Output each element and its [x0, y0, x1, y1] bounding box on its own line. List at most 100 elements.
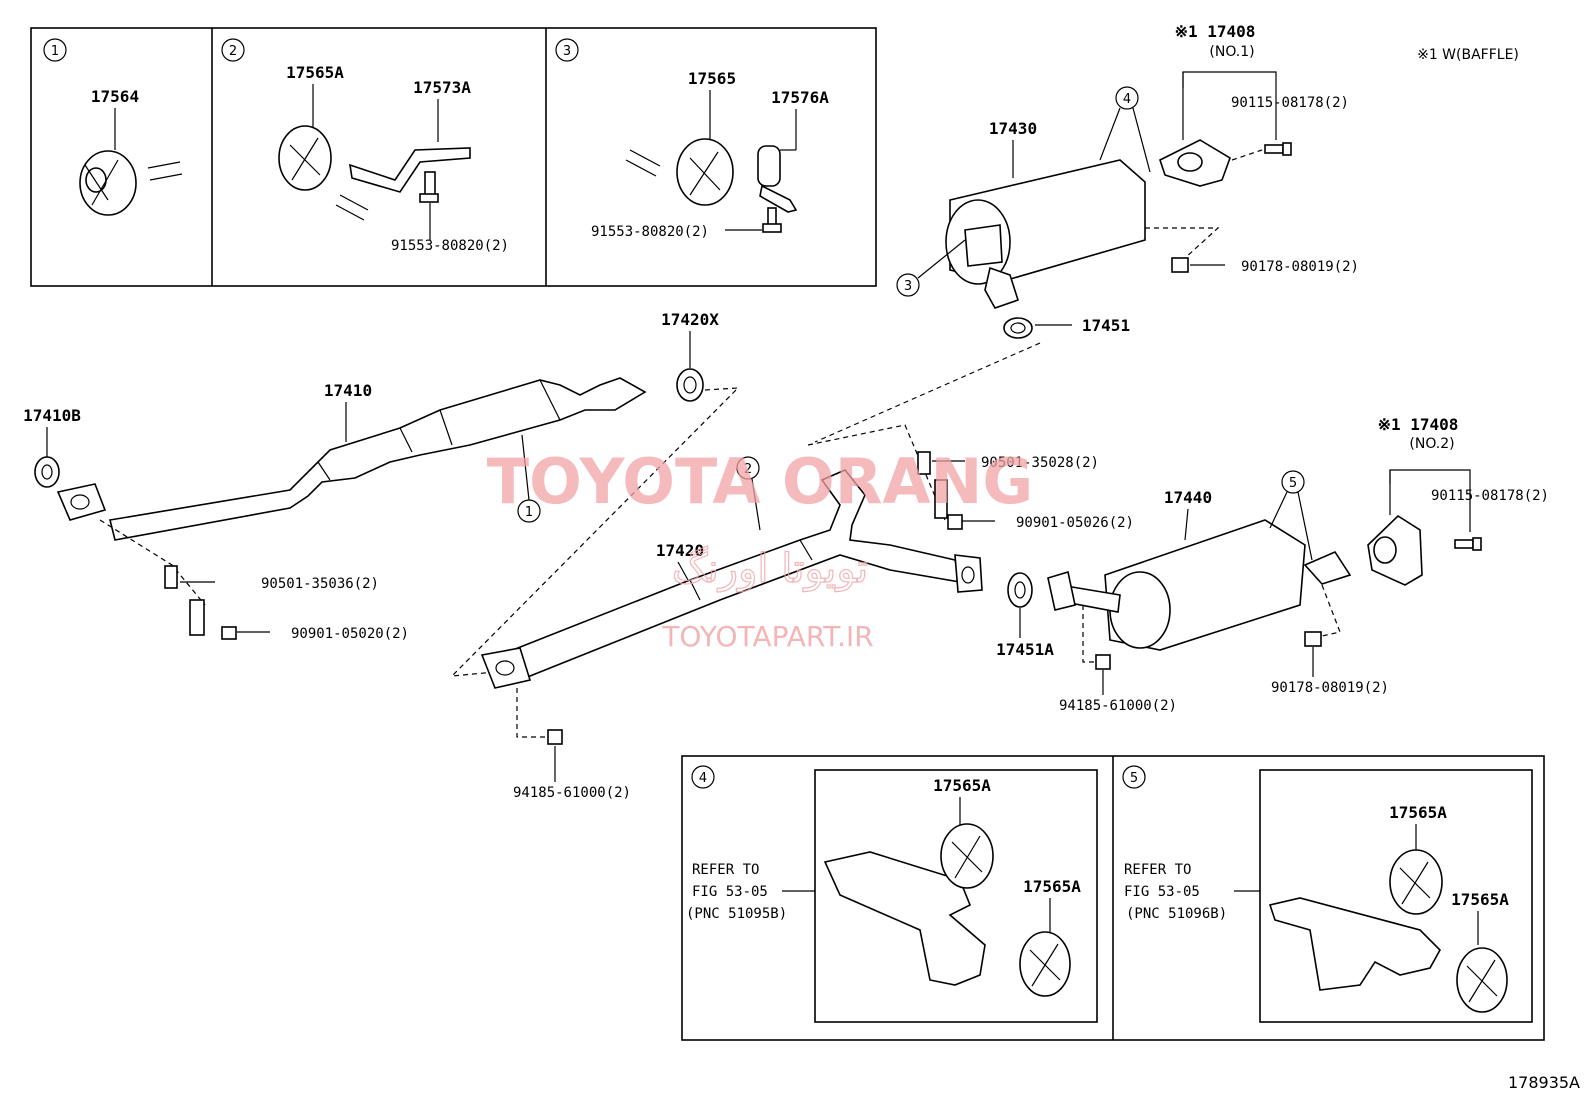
label-17565-inset3: 17565	[688, 69, 736, 88]
note-baffle: ※1 W(BAFFLE)	[1417, 47, 1519, 63]
flange-front-17410[interactable]	[56, 483, 107, 521]
rubber-hanger-inset5-b[interactable]	[1456, 947, 1508, 1013]
label-17565A-inset4-b: 17565A	[1023, 877, 1081, 896]
inset-5-refer-2: FIG 53-05	[1124, 884, 1200, 900]
section-17451A: 17451A	[996, 572, 1054, 659]
bolt-91553-inset2[interactable]	[419, 171, 439, 203]
rubber-hanger-inset5-a[interactable]	[1389, 849, 1443, 915]
bolt-91553-inset3[interactable]	[762, 207, 782, 233]
inset-panel-bottom	[681, 755, 1545, 1041]
inset-2: 2 17565A 17573A 91553-80820(2)	[221, 38, 509, 254]
section-17408-no1: ※1 17408 (NO.1) 90115-08178(2) 90178-080…	[1145, 22, 1359, 275]
gasket-17451A[interactable]	[1007, 572, 1033, 608]
label-90115-bot: 90115-08178(2)	[1431, 488, 1549, 504]
label-17564: 17564	[91, 87, 139, 106]
section-17420: 17420 2 94185-61000(2)	[480, 424, 983, 801]
label-90901-mid: 90901-05026(2)	[1016, 515, 1134, 531]
inset-5-refer-1: REFER TO	[1124, 862, 1191, 878]
nut-90178-top[interactable]	[1171, 257, 1189, 273]
gasket-17420X[interactable]	[676, 368, 704, 402]
inset-4-number: 4	[699, 771, 707, 786]
rubber-hanger-17564[interactable]	[79, 150, 137, 216]
callout-2: 2	[744, 462, 752, 477]
muffler-17430[interactable]	[945, 159, 1146, 309]
section-17420X: 17420X	[450, 310, 740, 677]
section-17451: 17451	[814, 316, 1130, 443]
label-91553-inset3: 91553-80820(2)	[591, 224, 709, 240]
figure-number: 178935A	[1508, 1073, 1580, 1092]
rubber-hanger-inset4-a[interactable]	[940, 823, 994, 889]
callout-3: 3	[904, 279, 912, 294]
inset-4: 4 REFER TO FIG 53-05 (PNC 51095B) 17565A…	[686, 765, 1081, 997]
inset-4-refer-3: (PNC 51095B)	[686, 906, 787, 922]
section-17410: 17410 1	[56, 377, 647, 541]
inset-5-refer-3: (PNC 51096B)	[1126, 906, 1227, 922]
flange-17420-rear[interactable]	[954, 554, 983, 593]
bracket-inset5[interactable]	[1268, 897, 1441, 991]
baffle-17408-no1[interactable]	[1159, 139, 1231, 187]
bolt-90901-left[interactable]	[189, 599, 237, 640]
watermark-arabic: تویوتا اورنگ	[672, 546, 868, 592]
nut-94185-right[interactable]	[1095, 654, 1111, 670]
label-17565A-inset5-b: 17565A	[1451, 890, 1509, 909]
inset-3-number: 3	[563, 44, 571, 59]
gasket-17410B[interactable]	[34, 456, 60, 488]
inset-4-refer-1: REFER TO	[692, 862, 759, 878]
label-90501-left: 90501-35036(2)	[261, 576, 379, 592]
label-17408-bot-sub: (NO.2)	[1409, 436, 1454, 452]
rubber-hanger-17565[interactable]	[676, 138, 734, 206]
nut-94185-left[interactable]	[547, 729, 563, 745]
bracket-17576A[interactable]	[757, 145, 798, 213]
label-17565A-inset2: 17565A	[286, 63, 344, 82]
label-17576A: 17576A	[771, 88, 829, 107]
spring-90501-mid[interactable]	[917, 451, 931, 475]
gasket-17451[interactable]	[1003, 317, 1033, 339]
label-90901-left: 90901-05020(2)	[291, 626, 409, 642]
inset-panel-top	[30, 27, 877, 287]
label-17410: 17410	[324, 381, 372, 400]
rubber-hanger-17565A[interactable]	[278, 125, 332, 191]
section-17430: 17430 4 3	[896, 86, 1151, 309]
inset-4-refer-2: FIG 53-05	[692, 884, 768, 900]
label-17430: 17430	[989, 119, 1037, 138]
section-17410B: 17410B	[23, 406, 81, 488]
center-pipe-17420[interactable]	[498, 469, 962, 681]
callout-4-top: 4	[1123, 92, 1131, 107]
baffle-17408-no2[interactable]	[1367, 514, 1423, 586]
label-17565A-inset4-a: 17565A	[933, 776, 991, 795]
nut-90178-bot[interactable]	[1304, 631, 1322, 647]
section-left-fasteners: 90501-35036(2) 90901-05020(2)	[99, 519, 409, 642]
watermark: TOYOTA ORANG تویوتا اورنگ TOYOTAPART.IR	[487, 445, 1033, 653]
rubber-hanger-inset4-b[interactable]	[1019, 931, 1071, 997]
bracket-17573A[interactable]	[349, 147, 471, 193]
label-94185-left: 94185-61000(2)	[513, 785, 631, 801]
callout-1: 1	[525, 505, 533, 520]
inset-5: 5 REFER TO FIG 53-05 (PNC 51096B) 17565A…	[1122, 765, 1509, 1013]
label-17408-bot: ※1 17408	[1378, 415, 1459, 434]
label-90115-top: 90115-08178(2)	[1231, 95, 1349, 111]
label-17573A: 17573A	[413, 78, 471, 97]
flange-17420-front[interactable]	[480, 647, 532, 689]
bolt-90115-bot[interactable]	[1454, 537, 1482, 551]
section-17408-no2: ※1 17408 (NO.2) 90115-08178(2)	[1367, 415, 1549, 586]
label-17451: 17451	[1082, 316, 1130, 335]
spring-90501-left[interactable]	[164, 565, 178, 589]
label-90178-top: 90178-08019(2)	[1241, 259, 1359, 275]
label-17451A: 17451A	[996, 640, 1054, 659]
watermark-brand: TOYOTA ORANG	[487, 445, 1033, 518]
callout-5-top: 5	[1289, 476, 1297, 491]
muffler-17440[interactable]	[1047, 519, 1352, 651]
label-17565A-inset5-a: 17565A	[1389, 803, 1447, 822]
bolt-90901-mid[interactable]	[934, 479, 963, 530]
bolt-90115-top[interactable]	[1264, 142, 1292, 156]
section-17440: 17440 5 94185-61000(2) 90178-08019(2)	[1047, 470, 1389, 714]
label-17410B: 17410B	[23, 406, 81, 425]
label-17420X: 17420X	[661, 310, 719, 329]
inset-5-number: 5	[1130, 771, 1138, 786]
label-90178-bot: 90178-08019(2)	[1271, 680, 1389, 696]
section-mid-fasteners: 90501-35028(2) 90901-05026(2)	[917, 451, 1134, 531]
inset-1: 1 17564	[43, 38, 183, 216]
bracket-inset4[interactable]	[823, 851, 986, 986]
front-pipe-17410[interactable]	[109, 377, 647, 541]
